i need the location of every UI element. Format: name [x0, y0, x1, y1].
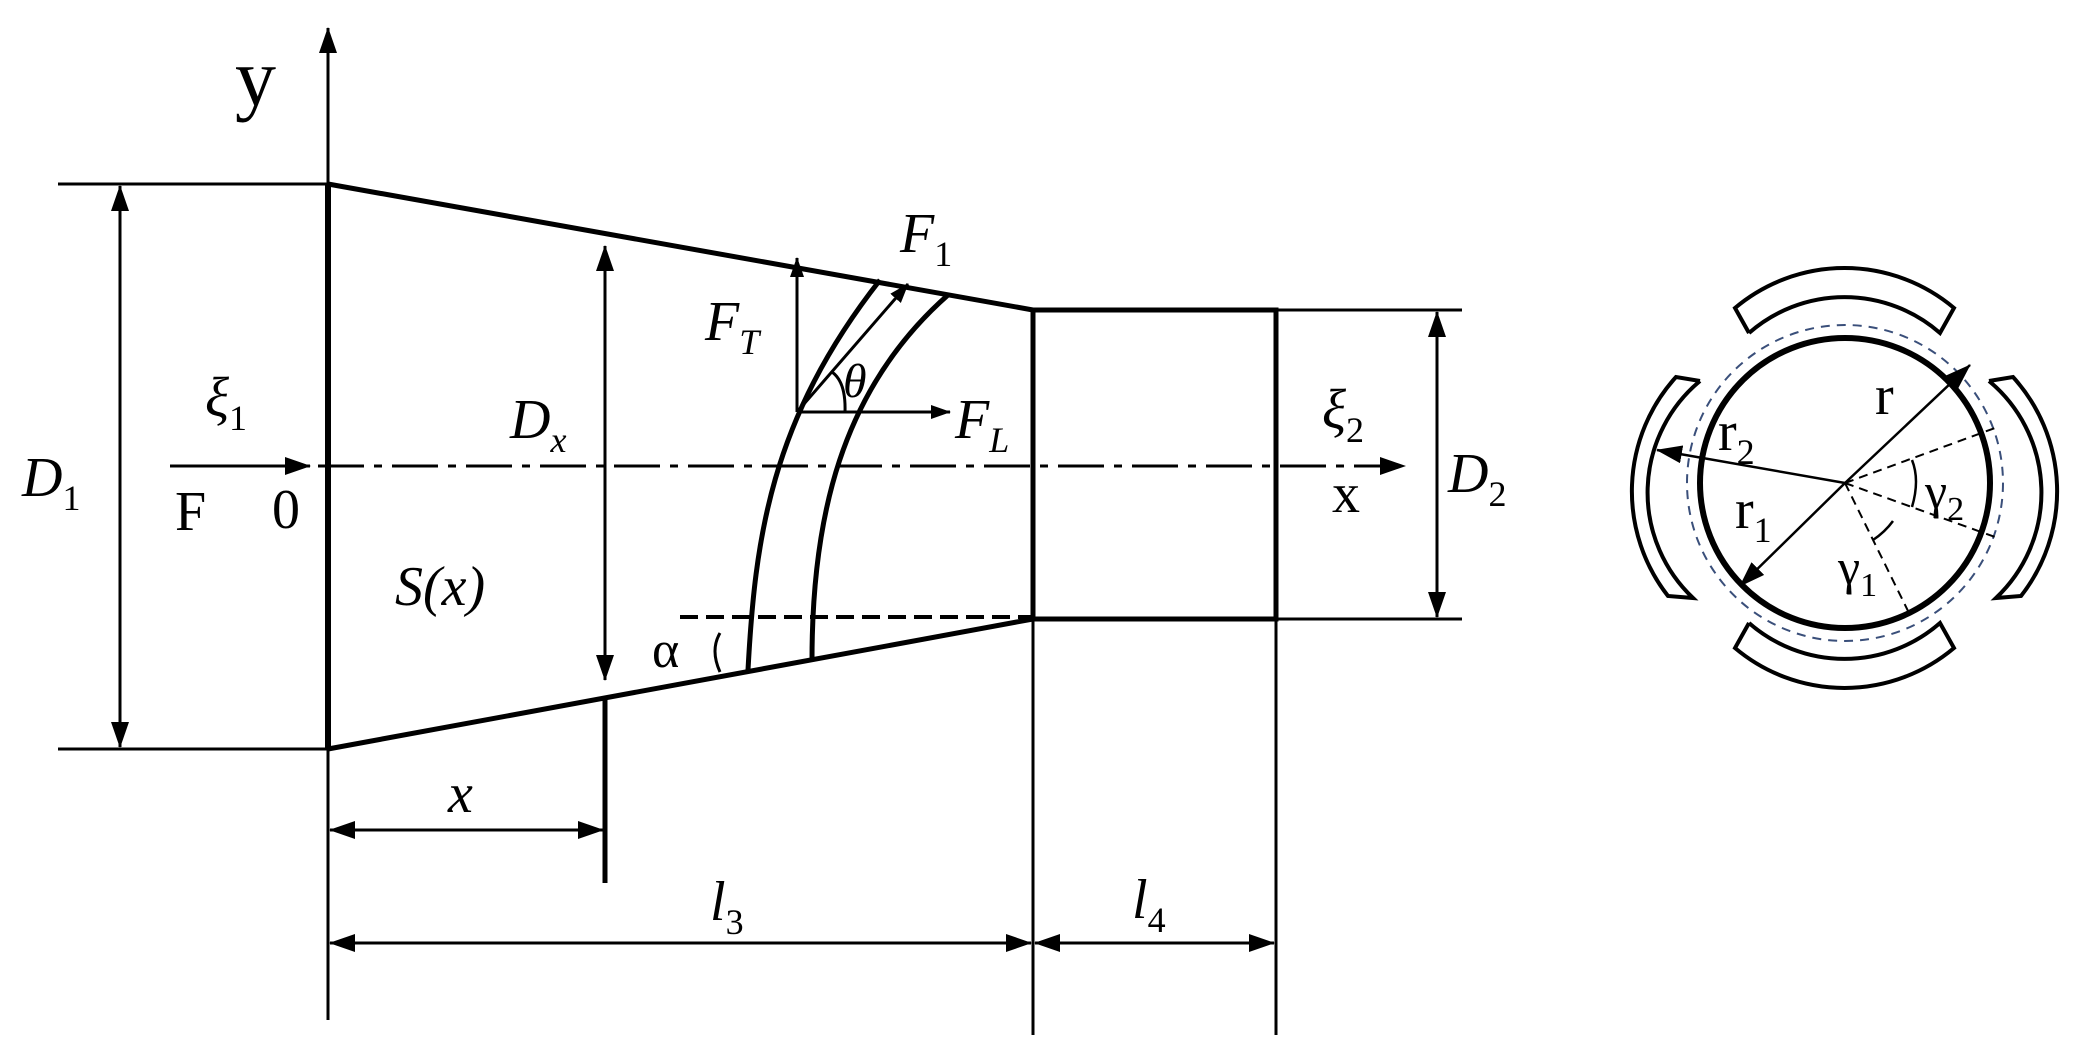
dashed-circle: [1686, 324, 2004, 642]
label-x-axis: x: [1332, 463, 1360, 525]
cone-bottom-edge: [327, 616, 1034, 752]
label-l4: l4: [1132, 869, 1166, 940]
slot-curve-left: [745, 278, 882, 671]
label-r1: r1: [1735, 479, 1772, 550]
gamma-ref-bottom: [1844, 482, 1911, 616]
label-r2: r2: [1718, 401, 1755, 472]
radius-r-arrow: [1844, 364, 1971, 484]
label-xi2: ξ2: [1322, 379, 1364, 450]
gamma2-arc: [1910, 459, 1918, 508]
label-l3: l3: [710, 871, 744, 942]
label-gamma2: γ2: [1924, 463, 1964, 528]
label-x-dimension: x: [447, 763, 473, 825]
segment-top-arc: [1732, 266, 1957, 337]
label-Dx: Dx: [509, 389, 566, 460]
cross-section: r r2 r1 γ2 γ1: [1629, 266, 2060, 690]
outer-segments: [1629, 266, 2060, 690]
slot-curve-right: [809, 293, 950, 661]
gamma1-arc: [1872, 520, 1895, 542]
main-labels: y D1 ξ1 F 0 Dx S(x) α FT F1 θ FL ξ2 x D2…: [21, 32, 1506, 942]
cylinder-section: [1030, 307, 1279, 622]
label-r: r: [1875, 365, 1894, 427]
gamma-ref-lower: [1844, 482, 1996, 538]
label-xi1: ξ1: [205, 367, 247, 438]
label-gamma1: γ1: [1837, 539, 1877, 604]
cone-top-edge: [327, 181, 1034, 313]
label-theta: θ: [843, 355, 867, 408]
segment-right: [1987, 374, 2060, 601]
label-origin: 0: [272, 479, 300, 541]
segment-bottom-arc: [1732, 619, 1957, 690]
gamma-ref-upper: [1844, 427, 1996, 484]
spiral-slot: [745, 257, 951, 671]
label-force-F: F: [175, 481, 206, 543]
label-alpha: α: [652, 622, 679, 679]
inner-circle: [1697, 335, 1993, 631]
label-FT: FT: [704, 291, 762, 362]
horn-body: [170, 27, 1406, 1020]
label-F1: F1: [899, 203, 952, 274]
label-D1: D1: [21, 447, 80, 518]
label-y-axis: y: [235, 32, 276, 123]
radius-r2-arrow: [1656, 445, 1846, 485]
dimensions: [58, 182, 1462, 1035]
force-F1-arrow: [795, 283, 910, 413]
label-D2: D2: [1447, 443, 1506, 514]
theta-arc: [831, 370, 847, 413]
radius-r1-arrow: [1739, 482, 1846, 587]
label-S: S(x): [395, 556, 485, 618]
label-FL: FL: [954, 389, 1009, 460]
alpha-arc: [713, 632, 722, 673]
segment-left: [1629, 374, 1702, 601]
